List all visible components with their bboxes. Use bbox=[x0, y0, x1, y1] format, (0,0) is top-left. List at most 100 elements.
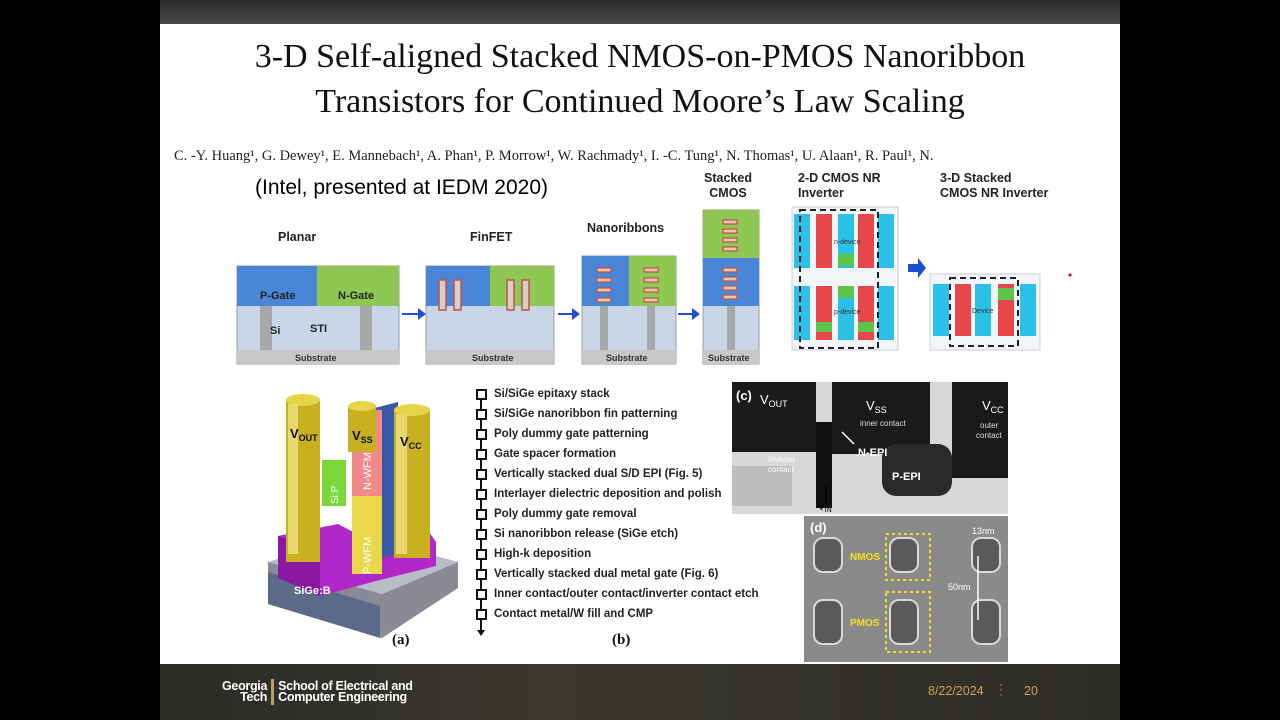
svg-text:VIN: VIN bbox=[818, 502, 832, 514]
vertical-dots-icon: ··· bbox=[999, 677, 1003, 701]
c-inv2: contact bbox=[768, 465, 795, 474]
a-vcc-sub: CC bbox=[409, 441, 422, 451]
step-marker bbox=[476, 529, 487, 540]
process-step: Si nanoribbon release (SiGe etch) bbox=[494, 528, 679, 540]
process-step: Vertically stacked dual metal gate (Fig.… bbox=[494, 568, 719, 580]
c-pepi: P-EPI bbox=[892, 471, 921, 483]
ngate-text: N-Gate bbox=[338, 290, 374, 302]
c-vcc: V bbox=[982, 398, 991, 413]
logo-tech: Tech bbox=[240, 690, 268, 704]
stacked-cmos-label: Stacked CMOS bbox=[704, 171, 752, 200]
d-nmos: NMOS bbox=[850, 552, 880, 563]
arrows bbox=[402, 258, 926, 320]
planar-device: P-Gate N-Gate Si STI Substrate bbox=[236, 265, 400, 365]
d-pmos: PMOS bbox=[850, 618, 880, 629]
process-step: Inner contact/outer contact/inverter con… bbox=[494, 588, 759, 600]
flow-arrow-icon bbox=[477, 630, 485, 636]
substrate-text: Substrate bbox=[295, 353, 337, 363]
svg-text:VCC: VCC bbox=[400, 434, 422, 451]
logo-divider bbox=[271, 679, 275, 705]
svg-text:VSS: VSS bbox=[352, 428, 373, 445]
title-line-2: Transistors for Continued Moore’s Law Sc… bbox=[315, 83, 965, 120]
step-marker bbox=[476, 449, 487, 460]
title-line-1: 3-D Self-aligned Stacked NMOS-on-PMOS Na… bbox=[254, 38, 1026, 75]
pgate-text: P-Gate bbox=[260, 290, 295, 302]
process-step: Contact metal/W fill and CMP bbox=[494, 608, 654, 620]
stacked-substrate: Substrate bbox=[708, 353, 750, 363]
step-marker bbox=[476, 489, 487, 500]
inverter-2d-label: 2-D CMOS NR Inverter bbox=[798, 171, 881, 200]
c-inv1: Inverter bbox=[768, 455, 795, 464]
vout-pillar bbox=[286, 394, 320, 562]
dept-line-1: School of Electrical and bbox=[278, 679, 413, 693]
c-vss-sub: SS bbox=[875, 405, 887, 415]
a-vss-sub: SS bbox=[361, 435, 373, 445]
step-marker bbox=[476, 569, 487, 580]
a-vcc: V bbox=[400, 434, 409, 449]
c-vcc-sub: CC bbox=[991, 405, 1004, 415]
svg-text:VOUT: VOUT bbox=[760, 392, 788, 409]
process-step: Si/SiGe epitaxy stack bbox=[494, 388, 610, 400]
inverter-2d-layout: n-device p-device bbox=[791, 206, 899, 351]
pdevice-text: p-device bbox=[834, 309, 861, 316]
finfet-label: FinFET bbox=[470, 230, 513, 244]
device-text: Device bbox=[972, 308, 994, 315]
a-vout: V bbox=[290, 426, 299, 441]
a-sigeb: SiGe:B bbox=[294, 585, 331, 597]
vss-pillar bbox=[348, 401, 376, 452]
ndevice-text: n-device bbox=[834, 239, 861, 246]
caption-b: (b) bbox=[612, 632, 631, 648]
author-list: C. -Y. Huang¹, G. Dewey¹, E. Mannebach¹,… bbox=[174, 148, 934, 164]
finfet-substrate: Substrate bbox=[472, 353, 514, 363]
a-vss: V bbox=[352, 428, 361, 443]
sti-text: STI bbox=[310, 323, 327, 335]
step-marker bbox=[476, 509, 487, 520]
svg-text:VCC: VCC bbox=[982, 398, 1004, 415]
step-marker bbox=[476, 409, 487, 420]
a-vout-sub: OUT bbox=[299, 433, 319, 443]
slide-title: 3-D Self-aligned Stacked NMOS-on-PMOS Na… bbox=[160, 34, 1120, 124]
process-step: Poly dummy gate removal bbox=[494, 508, 637, 520]
c-vin-sub: IN bbox=[825, 507, 832, 514]
c-vss: V bbox=[866, 398, 875, 413]
nanoribbons-label: Nanoribbons bbox=[587, 221, 665, 235]
step-marker bbox=[476, 389, 487, 400]
c-vout-sub: OUT bbox=[769, 399, 789, 409]
process-step: Vertically stacked dual S/D EPI (Fig. 5) bbox=[494, 468, 703, 480]
figure-d-tem: (d) NMOS PMOS 13nm 50nm bbox=[804, 516, 1008, 662]
si-text: Si bbox=[270, 325, 280, 337]
process-step: Interlayer dielectric deposition and pol… bbox=[494, 488, 722, 500]
planar-label: Planar bbox=[278, 230, 317, 244]
a-sip: Si:P bbox=[330, 485, 341, 504]
vcc-pillar bbox=[394, 404, 430, 558]
step-marker bbox=[476, 469, 487, 480]
process-step: Gate spacer formation bbox=[494, 448, 617, 460]
figure-a-device: VOUT VSS VCC Si:P N-WFM P-WFM SiGe:B bbox=[268, 394, 458, 638]
d-tag: (d) bbox=[810, 520, 827, 535]
step-marker bbox=[476, 609, 487, 620]
georgia-tech-logo: Georgia Tech School of Electrical and Co… bbox=[222, 679, 413, 705]
inverter-3d-layout: Device bbox=[929, 273, 1072, 351]
step-marker bbox=[476, 589, 487, 600]
footer: Georgia Tech School of Electrical and Co… bbox=[160, 664, 1120, 720]
caption-a: (a) bbox=[392, 632, 410, 648]
step-marker bbox=[476, 429, 487, 440]
d-dim1: 13nm bbox=[972, 526, 995, 536]
figure-c-tem: (c) VOUT VSS VCC inner contact outer con… bbox=[732, 382, 1008, 514]
a-nwfm: N-WFM bbox=[362, 452, 374, 490]
process-step: High-k deposition bbox=[494, 548, 592, 560]
c-outer2: contact bbox=[976, 431, 1003, 440]
slide-date: 8/22/2024 bbox=[928, 684, 984, 698]
stacked-cmos-device: Substrate bbox=[702, 209, 760, 365]
d-dim2: 50nm bbox=[948, 582, 971, 592]
page-number: 20 bbox=[1024, 684, 1038, 698]
c-vin: V bbox=[818, 502, 825, 513]
c-inner: inner contact bbox=[860, 419, 907, 428]
process-step: Si/SiGe nanoribbon fin patterning bbox=[494, 408, 678, 420]
c-outer1: outer bbox=[980, 421, 999, 430]
c-tag: (c) bbox=[736, 388, 752, 403]
logo-georgia: Georgia bbox=[222, 679, 268, 693]
svg-text:VSS: VSS bbox=[866, 398, 887, 415]
svg-text:VOUT: VOUT bbox=[290, 426, 318, 443]
